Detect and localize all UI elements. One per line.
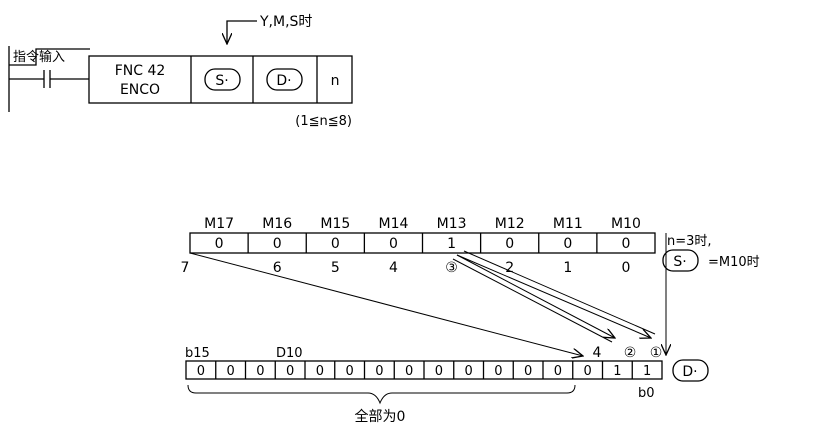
source-device-name: M15 bbox=[320, 216, 350, 232]
source-device-name: M13 bbox=[437, 216, 467, 232]
dest-bit-value: 0 bbox=[405, 364, 413, 379]
contact-symbol bbox=[43, 70, 51, 88]
source-bit-position: 2 bbox=[505, 260, 514, 276]
source-bit-position: 7 bbox=[181, 260, 190, 276]
source-bit-value: 0 bbox=[273, 236, 282, 252]
dest-operand-label: D· bbox=[276, 73, 291, 89]
condition-source-label: S· bbox=[673, 254, 686, 270]
dest-bit-value: 0 bbox=[583, 364, 591, 379]
source-device-name: M12 bbox=[495, 216, 525, 232]
brace-caption: 全部为0 bbox=[355, 408, 406, 425]
source-operand-label: S· bbox=[215, 73, 228, 89]
dest-bit-tag: ① bbox=[650, 345, 663, 361]
arrow-to-b1-shadow bbox=[463, 250, 656, 335]
ladder-rung: 指令输入 FNC 42 ENCO S· D· n (1≦n≦8) Y,M,S时 bbox=[8, 14, 353, 129]
dest-bit-value: 0 bbox=[256, 364, 264, 379]
source-device-name: M17 bbox=[204, 216, 234, 232]
source-bit-position: 4 bbox=[389, 260, 398, 276]
dest-bit-value: 1 bbox=[643, 364, 651, 379]
dest-bit-tag: ② bbox=[624, 345, 637, 361]
callout-arrow bbox=[227, 20, 257, 44]
source-device-name: M11 bbox=[553, 216, 583, 232]
source-bit-value: 0 bbox=[621, 236, 630, 252]
dest-bit-value: 0 bbox=[197, 364, 205, 379]
dest-bit-value: 0 bbox=[464, 364, 472, 379]
dest-bit-value: 0 bbox=[226, 364, 234, 379]
input-label: 指令输入 bbox=[13, 49, 65, 65]
source-device-name: M14 bbox=[378, 216, 408, 232]
function-number: FNC 42 bbox=[115, 63, 166, 79]
source-bit-value: 0 bbox=[215, 236, 224, 252]
source-bit-position: ③ bbox=[445, 260, 458, 276]
arrow-to-b1 bbox=[456, 254, 651, 338]
source-bit-positions: 7 6 5 4 ③ 2 1 0 bbox=[181, 260, 631, 276]
source-bit-value: 0 bbox=[505, 236, 514, 252]
condition-n: n=3时, bbox=[667, 234, 712, 249]
lsb-label: b0 bbox=[638, 386, 655, 401]
dest-bit-tag: 4 bbox=[593, 345, 602, 361]
source-bit-position: 6 bbox=[273, 260, 282, 276]
source-device-name: M16 bbox=[262, 216, 292, 232]
dest-bit-cells: 0 0 0 0 0 0 0 0 0 0 0 0 0 0 1 1 bbox=[197, 361, 651, 379]
dest-bit-value: 1 bbox=[613, 364, 621, 379]
dest-bit-value: 0 bbox=[554, 364, 562, 379]
source-device-name: M10 bbox=[611, 216, 641, 232]
arrow-bit7-to-b4 bbox=[189, 252, 583, 356]
instruction-box bbox=[88, 55, 353, 104]
dest-operand-badge bbox=[266, 68, 303, 91]
source-device-names: M17 M16 M15 M14 M13 M12 M11 M10 bbox=[204, 216, 641, 232]
condition-source-value: =M10时 bbox=[708, 255, 760, 270]
encoding-arrows bbox=[189, 233, 666, 356]
arrow-to-b2 bbox=[456, 254, 615, 338]
dest-register-name: D10 bbox=[276, 346, 303, 361]
condition-source-badge bbox=[662, 249, 699, 272]
arrow-to-b2-shadow bbox=[452, 258, 613, 343]
source-bit-value: 1 bbox=[447, 236, 456, 252]
n-range: (1≦n≦8) bbox=[295, 114, 352, 129]
dest-result-badge bbox=[672, 359, 709, 382]
input-label-box bbox=[9, 48, 90, 66]
dest-result-label: D· bbox=[682, 364, 697, 380]
n-operand: n bbox=[331, 73, 340, 89]
msb-label: b15 bbox=[185, 346, 210, 361]
dest-bit-value: 0 bbox=[286, 364, 294, 379]
source-bit-cells: 0 0 0 0 1 0 0 0 bbox=[215, 233, 630, 253]
dest-bit-value: 0 bbox=[345, 364, 353, 379]
dest-bit-value: 0 bbox=[316, 364, 324, 379]
source-operand-badge bbox=[204, 68, 241, 91]
source-bit-value: 0 bbox=[389, 236, 398, 252]
function-mnemonic: ENCO bbox=[120, 82, 160, 98]
dest-bit-value: 0 bbox=[494, 364, 502, 379]
source-bit-position: 1 bbox=[563, 260, 572, 276]
callout-text: Y,M,S时 bbox=[259, 14, 312, 30]
source-bit-value: 0 bbox=[331, 236, 340, 252]
dest-bit-value: 0 bbox=[435, 364, 443, 379]
source-bit-position: 5 bbox=[331, 260, 340, 276]
zero-brace bbox=[187, 384, 576, 405]
source-bit-position: 0 bbox=[621, 260, 630, 276]
dest-bit-value: 0 bbox=[375, 364, 383, 379]
source-bit-value: 0 bbox=[563, 236, 572, 252]
dest-bit-value: 0 bbox=[524, 364, 532, 379]
